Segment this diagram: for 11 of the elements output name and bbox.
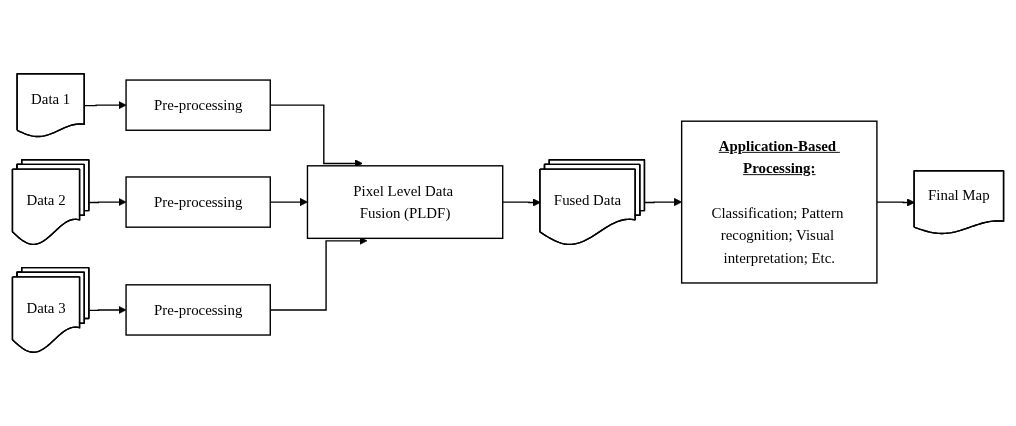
- arrow: [88, 305, 127, 314]
- arrow: [84, 101, 127, 110]
- node-box: Pre-processing: [125, 284, 271, 336]
- arrow: [502, 198, 541, 207]
- node-box: Pixel Level Data Fusion (PLDF): [306, 165, 504, 240]
- node-box: Pre-processing: [125, 79, 271, 131]
- arrow: [644, 198, 682, 207]
- node-box: Pre-processing: [125, 176, 271, 228]
- arrow: [876, 198, 915, 207]
- arrow: [88, 198, 127, 207]
- node-box: Application-Based Processing: Classification; Pattern recognition; Visual interpretation; Etc.: [680, 120, 878, 284]
